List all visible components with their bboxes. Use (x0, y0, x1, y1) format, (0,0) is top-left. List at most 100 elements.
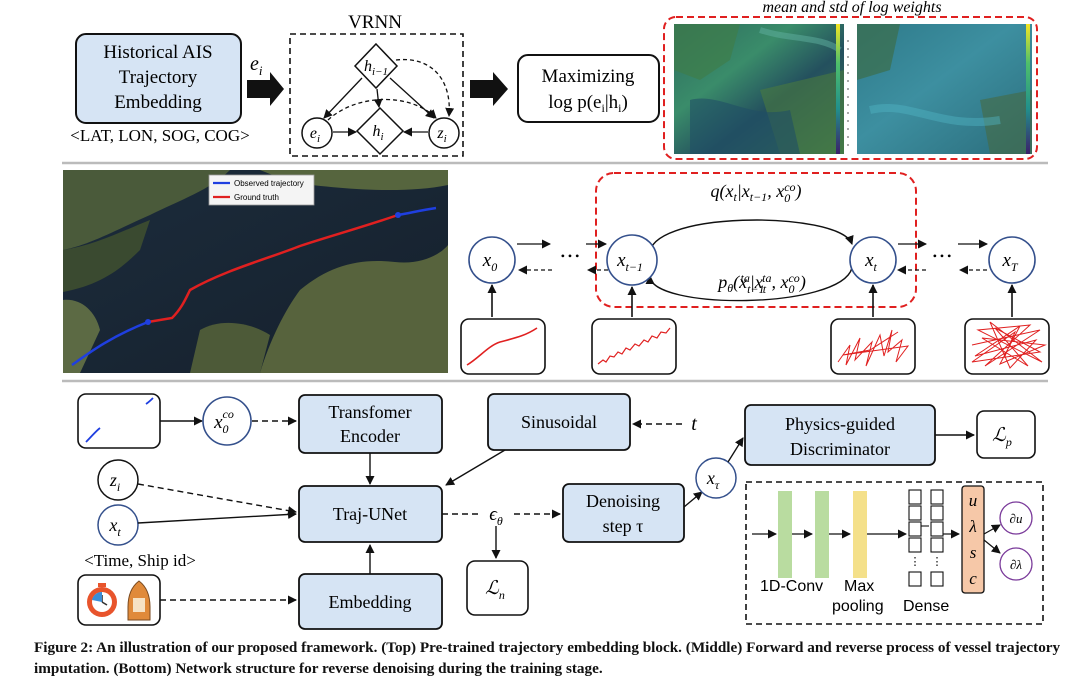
framework-diagram: VRNN mean and std of log weights Histori… (62, 0, 1050, 630)
ais-box-line3: Embedding (114, 92, 202, 113)
node-x-tau: xτ (695, 457, 737, 499)
traj-unet-label: Traj-UNet (333, 504, 407, 524)
transformer-line1: Transfomer (328, 402, 411, 422)
loss-n-label: ℒn (485, 578, 505, 602)
net-arrow-dlambda (983, 539, 1001, 554)
partial-lambda-node (999, 547, 1033, 581)
h-node (355, 106, 405, 156)
conv-label: 1D-Conv (760, 578, 823, 595)
heatmap-title: mean and std of log weights (762, 0, 941, 16)
thumb-xt-1 (591, 318, 677, 375)
loss-p-label: ℒp (992, 425, 1012, 449)
svg-text:⋮: ⋮ (932, 556, 943, 568)
ship-icon (127, 580, 151, 621)
maximizing-box (517, 54, 660, 123)
arrow-xt-unet (137, 509, 297, 524)
stopwatch-icon (87, 583, 117, 617)
arrow-zi-unet (137, 483, 297, 516)
vrnn-box (289, 33, 464, 157)
t-label: t (691, 413, 697, 435)
observed-input-thumb (77, 393, 161, 449)
partial-u-label: ∂u (1010, 511, 1023, 526)
thumb-x0 (460, 318, 546, 375)
figure-caption: Figure 2: An illustration of our propose… (34, 639, 1061, 677)
arrow-e-z-dashed (327, 98, 437, 121)
ais-box-line2: Trajectory (119, 67, 198, 88)
node-zi: zi (97, 459, 139, 501)
z-label: zi (436, 125, 446, 145)
z-node (428, 117, 460, 149)
sinusoidal-box (487, 393, 631, 451)
thumb-xt (830, 318, 916, 375)
trajectory-map: Observed trajectory Ground truth (63, 170, 448, 373)
sinusoidal-label: Sinusoidal (521, 412, 597, 432)
net-arrow-du (983, 524, 1001, 535)
dense-layer-2: ⋮ (930, 489, 944, 587)
svg-text:zi: zi (109, 470, 120, 494)
node-x0co: x0co (202, 396, 252, 446)
arrow-hprev-z (389, 77, 435, 119)
ground-truth-trajectory (147, 213, 399, 324)
loss-p-box (976, 410, 1036, 459)
time-ship-label: <Time, Ship id> (84, 551, 196, 570)
observed-trajectory-end (397, 206, 437, 217)
conv-layer-2 (815, 491, 829, 578)
arrow-hprev-h (373, 88, 383, 108)
map-legend (208, 174, 315, 206)
physics-line1: Physics-guided (785, 414, 895, 434)
ais-box-line1: Historical AIS (103, 42, 212, 63)
maximizing-line2: log p(ei|hi) (548, 92, 628, 115)
arrow-hprev-z-dashed (395, 58, 455, 117)
reverse-arc (645, 267, 853, 302)
svg-text:x0: x0 (482, 250, 497, 274)
conv-layer-1 (778, 491, 792, 578)
arrow-sinusoidal-unet (445, 449, 506, 486)
chain-node-xt: xt (849, 236, 897, 284)
dense-layer-1: ⋮ (908, 489, 922, 587)
output-vector (961, 485, 985, 594)
forward-process-label: q(xt|xt−1, x0co) (710, 180, 801, 205)
svg-text:xt−1: xt−1 (616, 250, 643, 274)
embedding-label: Embedding (329, 592, 412, 612)
e-label: ei (310, 125, 320, 145)
loss-n-box (466, 560, 529, 616)
eps-label: ϵθ (489, 504, 503, 528)
chain-node-x0: x0 (468, 236, 516, 284)
max-label: Max (844, 578, 874, 595)
node-xt-input: xt (97, 504, 139, 546)
output-c: c (969, 569, 977, 588)
svg-text:⋮: ⋮ (910, 556, 921, 568)
maximizing-line1: Maximizing (542, 66, 635, 87)
ais-features: <LAT, LON, SOG, COG> (70, 126, 249, 145)
chain-node-xT: xT (988, 236, 1036, 284)
output-s: s (970, 543, 977, 562)
partial-lambda-label: ∂λ (1010, 557, 1022, 572)
partial-u-node (999, 501, 1033, 535)
h-prev-label: hi−1 (364, 58, 388, 78)
denoising-line2: step τ (603, 516, 644, 536)
chain-dots-left: • • • (561, 249, 580, 263)
reverse-process-label: pθ(xt−1ta|xtta, x0co) (716, 271, 806, 296)
observed-trajectory-start (71, 320, 149, 367)
ais-embedding-box (75, 33, 242, 124)
thumb-xT (964, 318, 1050, 375)
pooling-label: pooling (832, 598, 884, 615)
e-node (301, 117, 333, 149)
embedding-arrow (247, 72, 284, 106)
heatmap-std (857, 24, 1032, 154)
svg-text:xt: xt (108, 515, 121, 539)
svg-text:x0co: x0co (213, 407, 234, 436)
maxpool-layer (853, 491, 867, 578)
legend-truth: Ground truth (234, 193, 279, 202)
svg-text:xt: xt (864, 250, 877, 274)
arrow-hprev-e (323, 77, 363, 119)
h-label: hi (372, 123, 383, 143)
edge-label: ei (250, 53, 263, 78)
vrnn-arrow (470, 72, 508, 106)
output-lambda: λ (968, 517, 976, 536)
forward-arc (649, 219, 854, 259)
vrnn-title: VRNN (348, 12, 402, 33)
denoising-step-box (562, 483, 685, 543)
dense-label: Dense (903, 598, 949, 615)
svg-text:xτ: xτ (706, 468, 720, 492)
